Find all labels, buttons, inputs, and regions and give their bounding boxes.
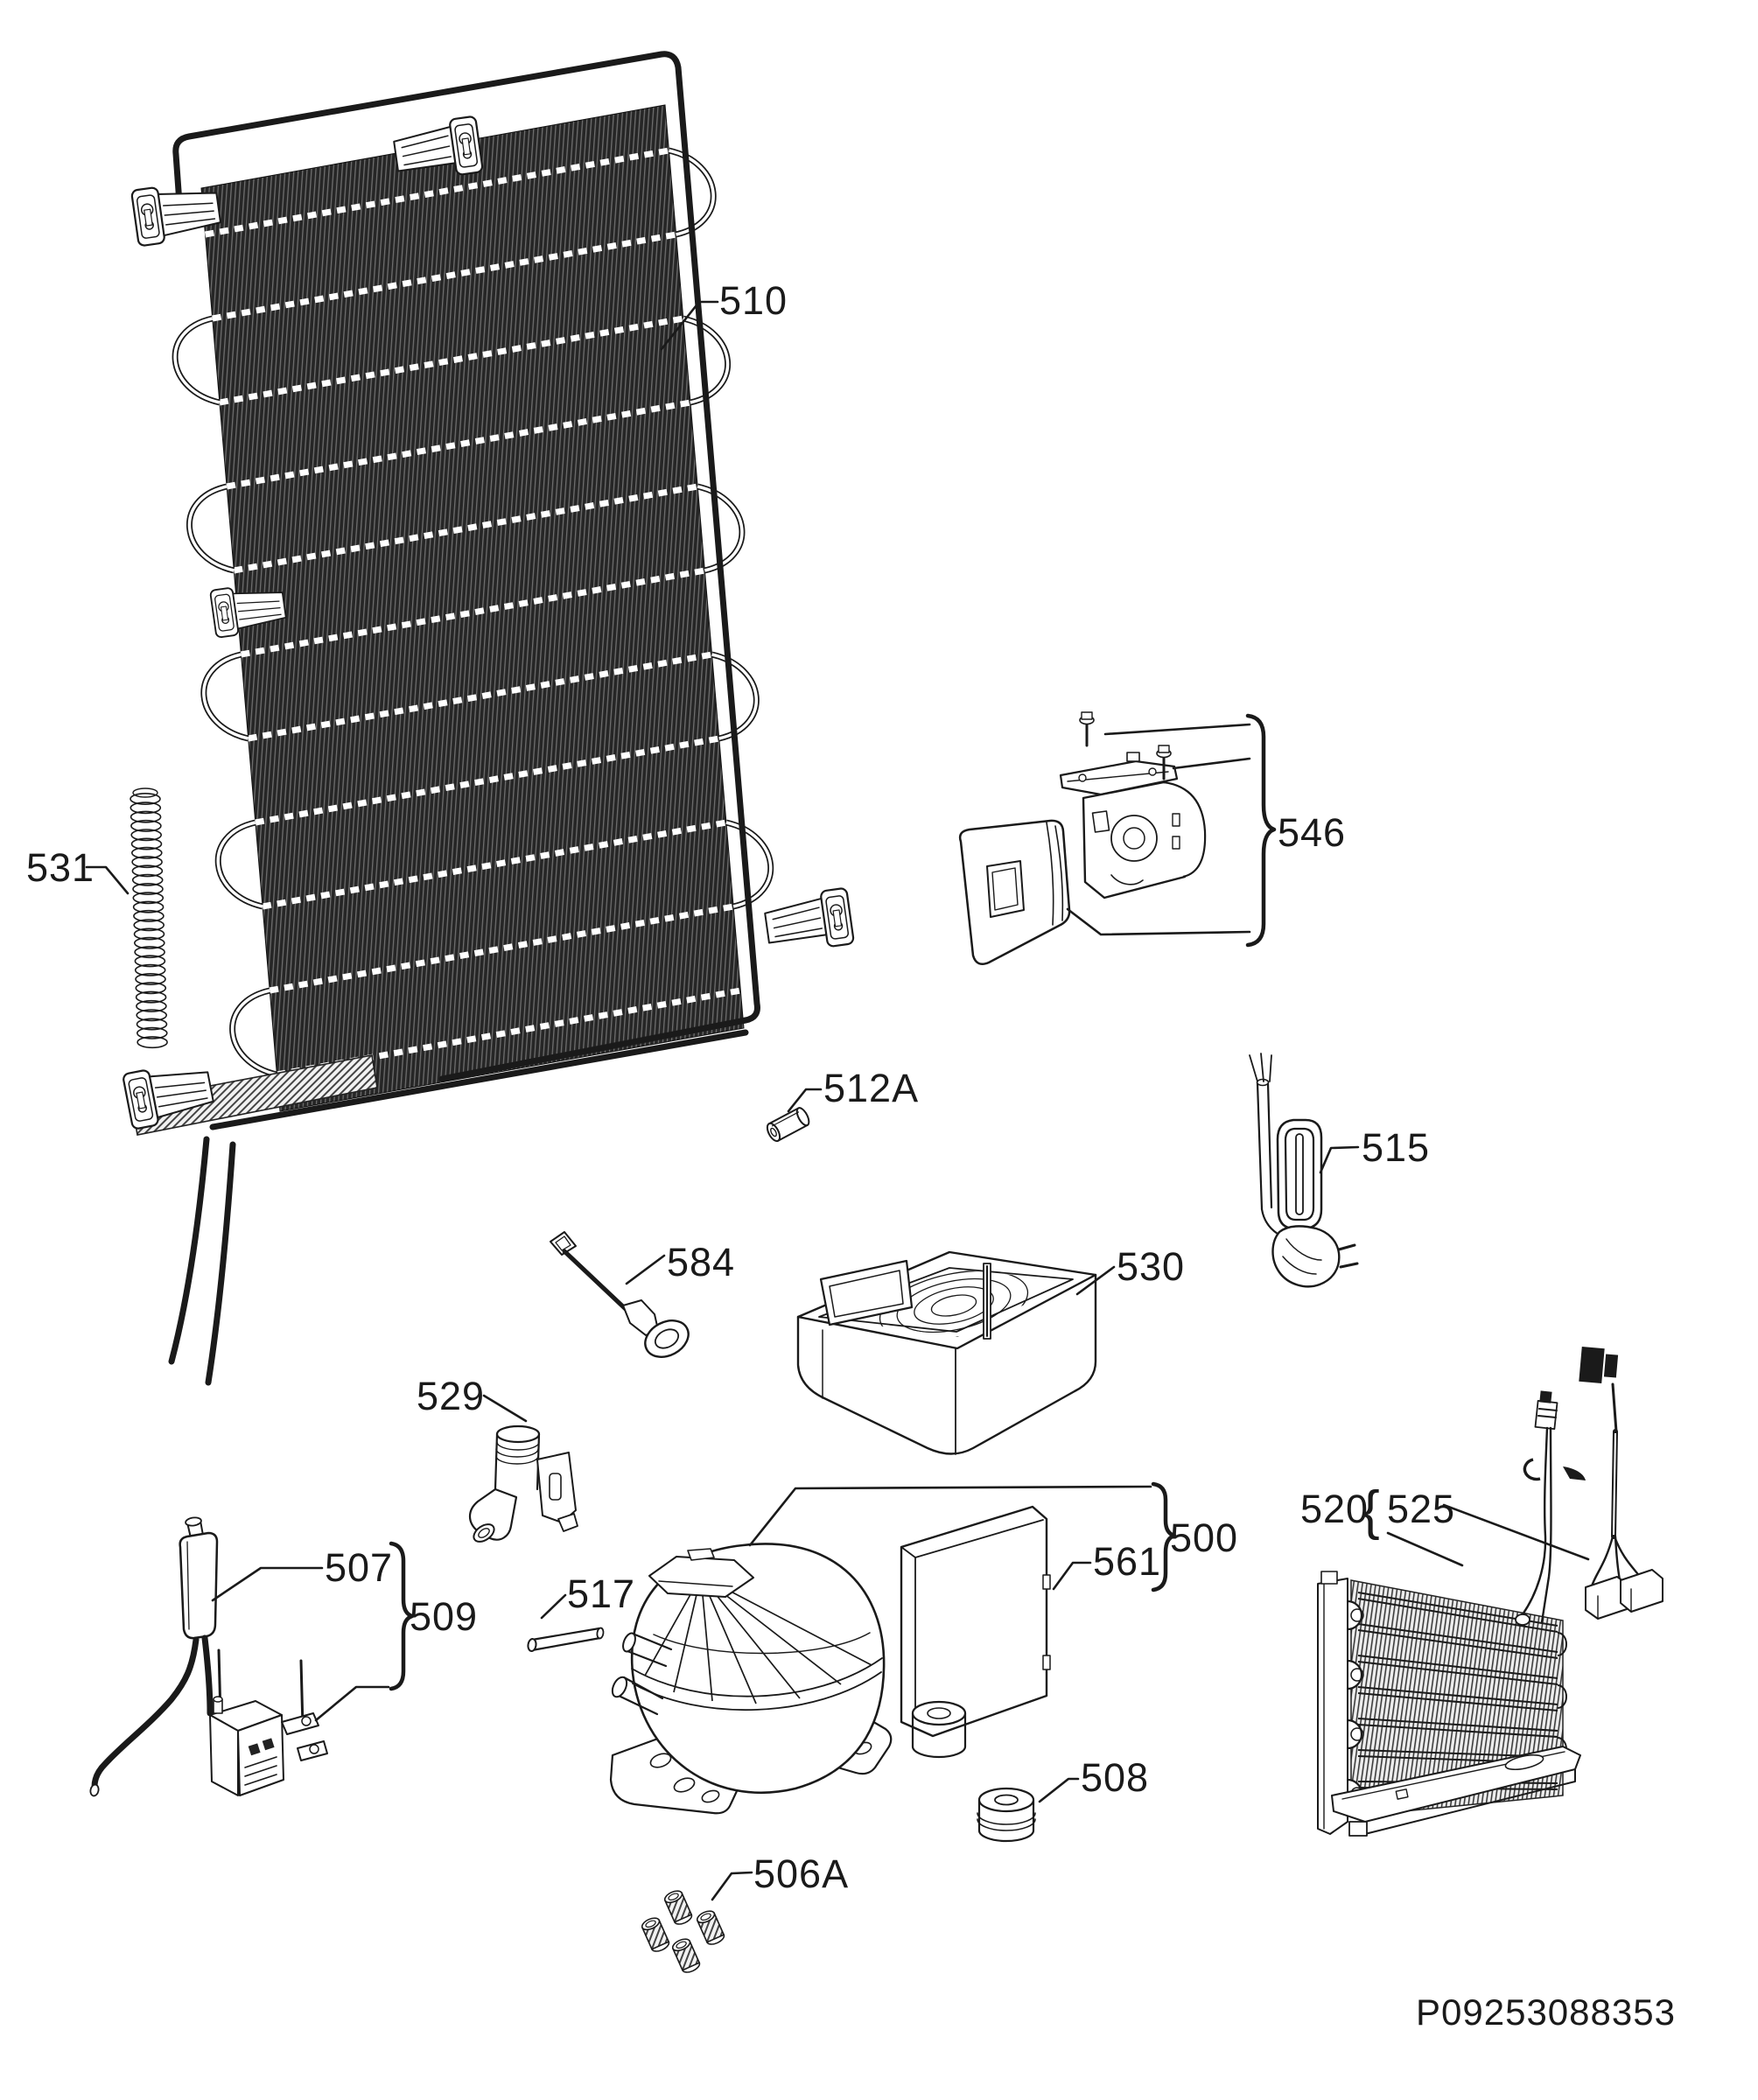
leader-525 (1442, 1503, 1590, 1561)
bushing-callout: 512A (823, 1066, 919, 1110)
grommet-drawing (977, 1787, 1036, 1843)
brace-509 (389, 1541, 415, 1691)
defrost-heater-callout: 515 (1362, 1125, 1430, 1170)
compressor-drawing (609, 1543, 967, 1815)
water-valve-drawing (468, 1424, 578, 1543)
brace-500 (1151, 1481, 1177, 1592)
mounting-studs-callout: 506A (753, 1852, 849, 1896)
condenser-drawing (1317, 1571, 1581, 1837)
leader-506a (711, 1871, 753, 1901)
defrost-heater-drawing (1249, 1053, 1359, 1288)
leader-512a (787, 1088, 823, 1113)
suction-spring-callout: 531 (26, 845, 95, 890)
grommet-callout: 508 (1081, 1755, 1149, 1800)
scraper-tool-callout: 584 (667, 1240, 735, 1284)
damper-assembly-drawing (958, 711, 1207, 965)
evaporator-callout: 510 (719, 278, 788, 323)
group-brace-glyph: { (1362, 1480, 1380, 1541)
compressor-assembly-callout: 500 (1170, 1516, 1238, 1560)
mounting-studs-drawing (641, 1890, 725, 1973)
leader-529 (482, 1394, 528, 1423)
compressor-cover-callout: 561 (1093, 1539, 1161, 1584)
tube-callout: 517 (567, 1572, 635, 1616)
leader-508 (1038, 1777, 1080, 1803)
sensor-cables-callout: 525 (1387, 1487, 1455, 1531)
suction-spring-drawing (130, 788, 168, 1049)
leader-510 (660, 300, 719, 351)
sensor-cables-drawing (1515, 1346, 1663, 1626)
drain-tray-drawing (796, 1250, 1097, 1455)
leader-515 (1319, 1145, 1360, 1174)
evaporator-drawing (121, 51, 856, 1386)
water-valve-callout: 529 (417, 1374, 485, 1418)
leader-546-b (1172, 757, 1251, 770)
leader-546-a (1103, 723, 1251, 736)
leader-517 (540, 1593, 567, 1620)
leader-507 (211, 1566, 324, 1602)
leader-500 (748, 1485, 1152, 1547)
filter-drier-callout: 507 (325, 1545, 393, 1590)
condenser-callout: 520 (1300, 1487, 1369, 1531)
callout-layer: 510 531 546 512A 515 584 530 529 507 509… (26, 278, 1590, 1901)
filter-assembly-callout: 509 (410, 1594, 478, 1639)
bushing-drawing (766, 1107, 810, 1143)
leader-520 (1386, 1531, 1464, 1567)
leader-561 (1052, 1561, 1092, 1591)
leader-530 (1075, 1265, 1116, 1296)
leader-584 (625, 1254, 666, 1285)
brace-546 (1245, 713, 1277, 948)
filter-drier-assembly-drawing (89, 1516, 328, 1797)
leader-546-c (1066, 907, 1251, 936)
drawing-code: P09253088353 (1416, 1992, 1676, 2033)
tube-drawing (527, 1627, 605, 1652)
leader-509 (314, 1685, 390, 1722)
drain-tray-callout: 530 (1117, 1244, 1185, 1289)
leader-531 (85, 865, 130, 895)
damper-assembly-callout: 546 (1278, 810, 1346, 855)
scraper-tool-drawing (550, 1231, 690, 1358)
bracket (761, 886, 856, 956)
compressor-cover-drawing (900, 1505, 1051, 1738)
